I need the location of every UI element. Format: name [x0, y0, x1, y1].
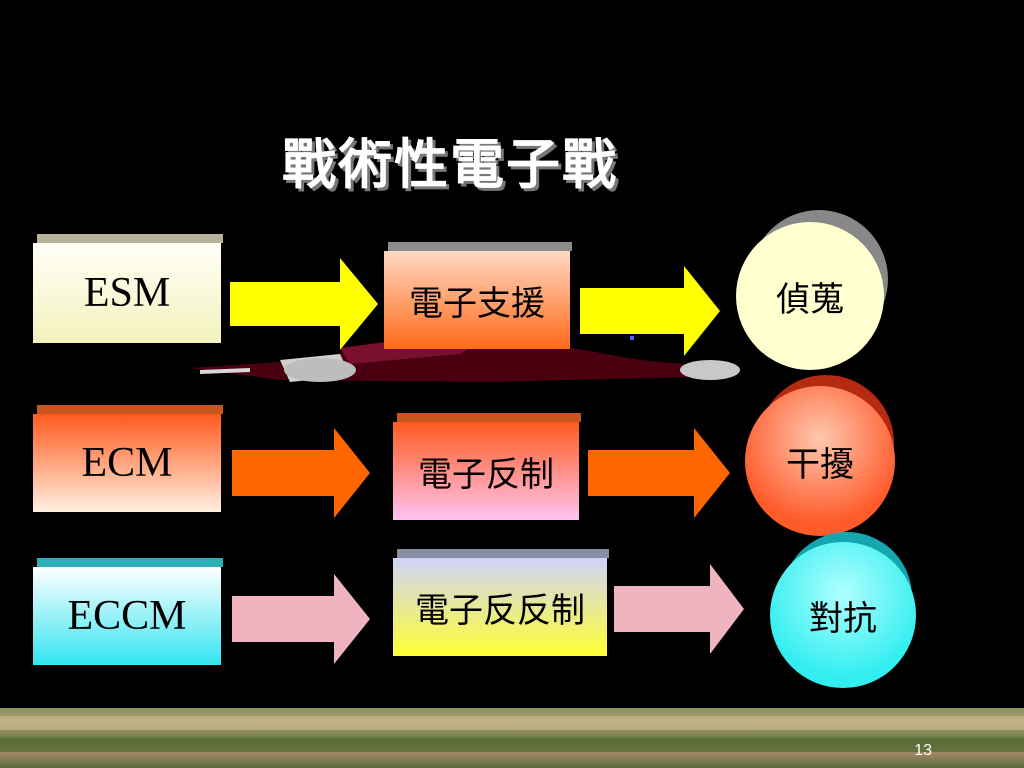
footer-band — [0, 716, 1024, 730]
arrow-right-icon — [588, 428, 730, 518]
counter-circle: 對抗 — [770, 542, 916, 688]
box-bevel — [37, 558, 223, 567]
esm-box: ESM — [33, 234, 223, 343]
arrow-right-icon — [580, 266, 720, 356]
esm-label: ESM — [83, 270, 171, 316]
arrow-right-icon — [230, 258, 378, 350]
eccm-box: ECCM — [33, 558, 223, 665]
aircraft-image — [190, 320, 740, 382]
arrow-right-icon — [232, 428, 370, 518]
ecm-label: ECM — [81, 440, 173, 486]
arrow-right-icon — [614, 564, 744, 654]
electronic-countermeasure-box: 電子反制 — [393, 413, 581, 520]
box-bevel — [397, 413, 581, 422]
ecm-box: ECM — [33, 405, 223, 512]
footer-photo-strip — [0, 708, 1024, 768]
box-bevel — [37, 405, 223, 414]
jamming-circle: 干擾 — [745, 386, 895, 536]
electronic-countermeasure-label: 電子反制 — [418, 454, 554, 495]
electronic-support-label: 電子支援 — [409, 283, 545, 324]
footer-band — [0, 738, 1024, 752]
page-number: 13 — [914, 742, 932, 759]
box-bevel — [388, 242, 572, 251]
electronic-support-box: 電子支援 — [384, 242, 572, 349]
electronic-counter-countermeasure-label: 電子反反制 — [415, 590, 585, 631]
reconnaissance-label: 偵蒐 — [776, 279, 844, 320]
jamming-label: 干擾 — [786, 444, 854, 485]
counter-label: 對抗 — [809, 598, 877, 639]
arrow-right-icon — [232, 574, 370, 664]
electronic-counter-countermeasure-box: 電子反反制 — [393, 549, 609, 656]
box-bevel — [37, 234, 223, 243]
reconnaissance-circle: 偵蒐 — [736, 222, 884, 370]
eccm-label: ECCM — [67, 593, 187, 639]
box-bevel — [397, 549, 609, 558]
slide-title: 戰術性電子戰 — [282, 132, 618, 196]
